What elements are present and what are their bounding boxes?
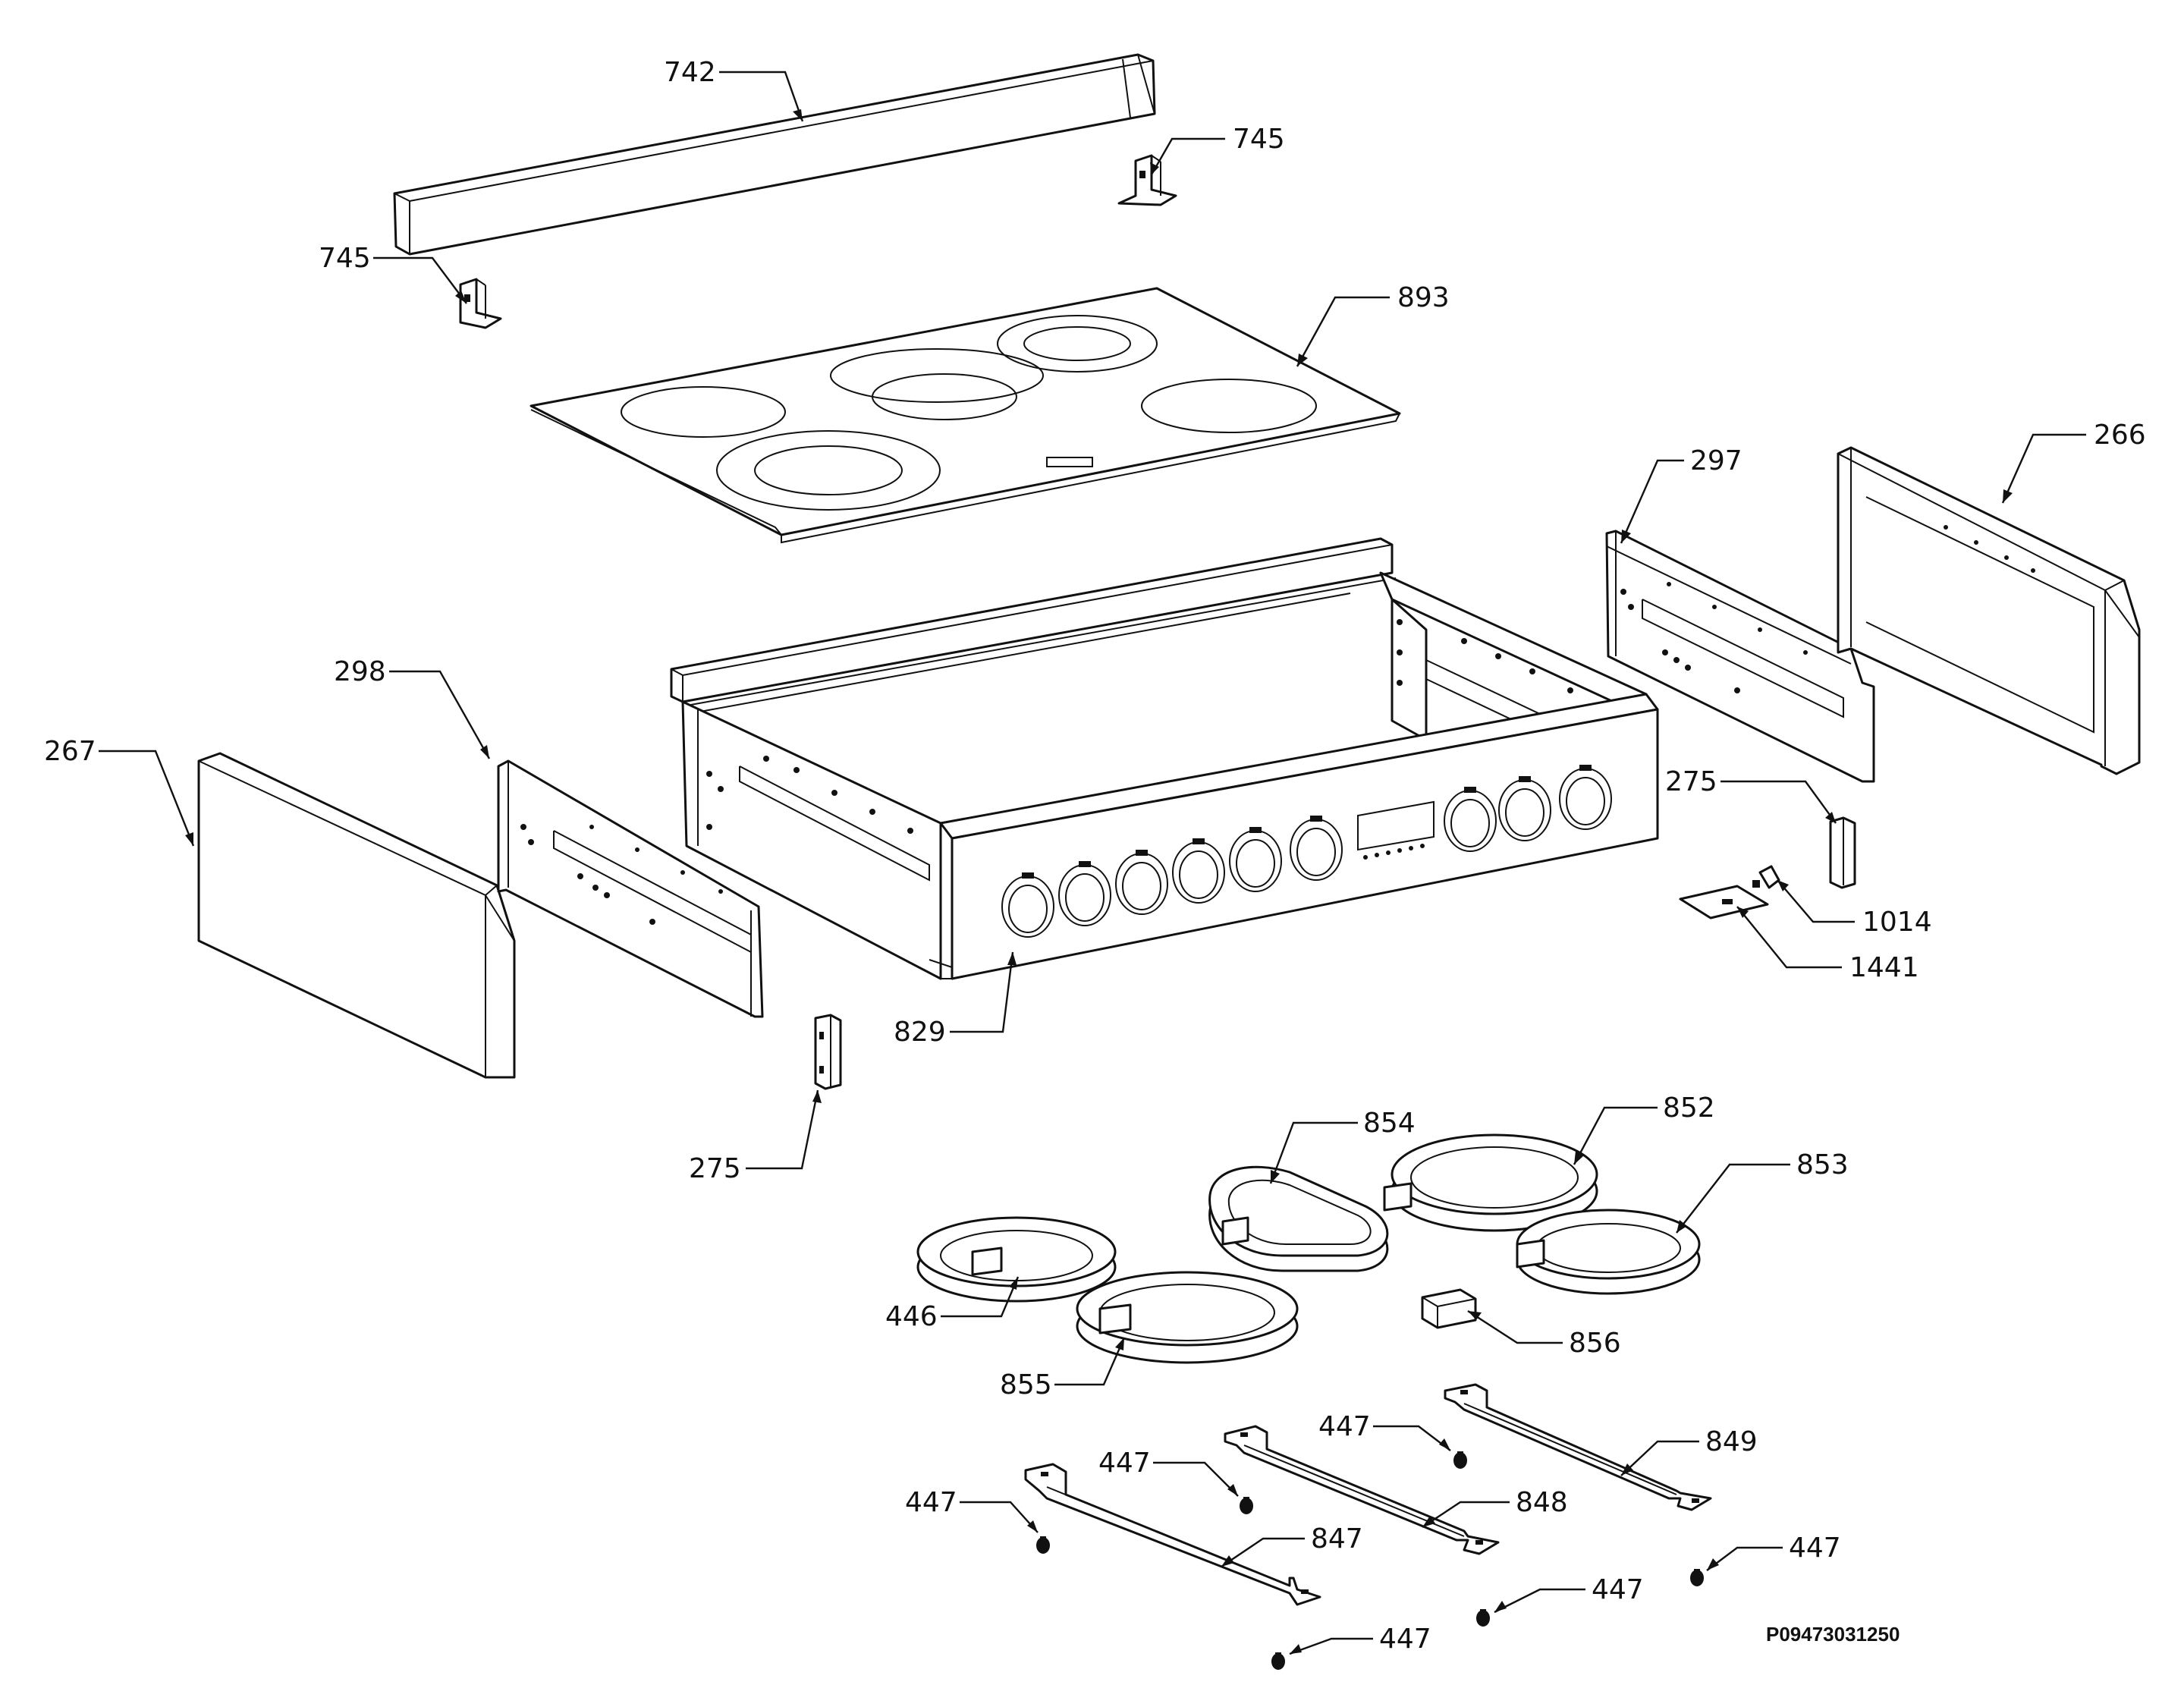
part-447-screw-b <box>1240 1497 1253 1514</box>
knob-2 <box>1058 861 1111 926</box>
part-447-screw-c <box>1453 1451 1467 1469</box>
callout-447-e: 447 <box>1592 1574 1644 1605</box>
callout-447-c: 447 <box>1318 1411 1371 1442</box>
knob-5 <box>1229 827 1282 892</box>
callout-856: 856 <box>1569 1328 1621 1359</box>
part-447-screw-f <box>1271 1652 1285 1670</box>
callout-447-d: 447 <box>1789 1533 1841 1564</box>
part-297-right-side-panel <box>1605 530 1875 783</box>
part-275-bracket-lower <box>814 1014 842 1090</box>
callout-849: 849 <box>1705 1426 1758 1457</box>
part-1014-sensor <box>1752 865 1780 889</box>
part-852-ring <box>1383 1133 1598 1232</box>
document-id: P09473031250 <box>1766 1623 1900 1646</box>
callout-1441: 1441 <box>1849 952 1919 983</box>
knob-3 <box>1115 850 1168 915</box>
callout-855: 855 <box>1000 1369 1052 1400</box>
part-745-bracket-right <box>1117 154 1177 206</box>
display-window <box>1357 800 1435 860</box>
callout-298: 298 <box>334 656 386 687</box>
callout-labels: 742 745 745 893 297 266 298 267 275 275 … <box>44 57 2146 1655</box>
callout-1014: 1014 <box>1862 907 1932 938</box>
knob-6 <box>1290 816 1343 881</box>
part-893-cooktop-glass <box>530 287 1401 544</box>
callout-847: 847 <box>1311 1523 1363 1555</box>
callout-829: 829 <box>894 1017 946 1048</box>
callout-447-f: 447 <box>1379 1624 1431 1655</box>
part-745-bracket-left <box>459 278 502 329</box>
part-849-rail <box>1444 1383 1712 1511</box>
part-447-screw-a <box>1036 1536 1050 1554</box>
part-854-oval-ring <box>1208 1165 1389 1272</box>
part-1441-plate <box>1679 885 1769 920</box>
callout-853: 853 <box>1796 1149 1849 1180</box>
part-275-bracket-upper <box>1829 816 1856 889</box>
leader-lines <box>99 71 2086 1655</box>
callout-267: 267 <box>44 736 96 767</box>
callout-266: 266 <box>2094 420 2146 451</box>
part-856-block <box>1421 1288 1477 1329</box>
knob-4 <box>1172 838 1225 904</box>
knob-7 <box>1444 787 1497 852</box>
callout-742: 742 <box>664 57 716 88</box>
part-298-left-side-panel <box>497 759 764 1018</box>
part-853-ring <box>1516 1209 1701 1295</box>
callout-447-b: 447 <box>1098 1448 1151 1479</box>
part-446-ring <box>916 1216 1117 1303</box>
callout-854: 854 <box>1363 1108 1416 1139</box>
callout-893: 893 <box>1397 282 1450 313</box>
part-266-right-end-cap <box>1837 446 2141 775</box>
callout-852: 852 <box>1663 1092 1715 1124</box>
part-447-screw-e <box>1476 1609 1490 1627</box>
part-447-screw-d <box>1690 1569 1704 1586</box>
part-847-rail <box>1024 1463 1321 1606</box>
callout-446: 446 <box>885 1301 938 1332</box>
callout-848: 848 <box>1516 1487 1568 1518</box>
part-829-frame-control-panel <box>670 537 1659 980</box>
callout-275-upper: 275 <box>1665 766 1717 797</box>
callout-275-lower: 275 <box>689 1153 741 1184</box>
part-742-rear-trim <box>393 53 1156 256</box>
callout-745-left: 745 <box>319 243 371 274</box>
part-267-left-end-cap <box>197 752 516 1079</box>
knob-8 <box>1498 776 1551 841</box>
callout-447-a: 447 <box>905 1487 957 1518</box>
part-855-ring <box>1076 1271 1299 1364</box>
callout-297: 297 <box>1690 445 1742 476</box>
knob-1 <box>1001 872 1054 938</box>
knob-9 <box>1559 765 1612 830</box>
callout-745-right: 745 <box>1233 124 1285 155</box>
